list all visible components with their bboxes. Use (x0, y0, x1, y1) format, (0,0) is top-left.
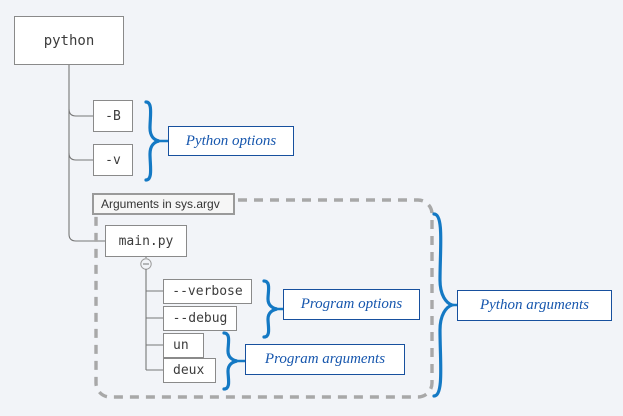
node-python[interactable]: python (14, 16, 124, 65)
collapse-minus-icon[interactable] (140, 257, 152, 270)
connector-root-trunk (68, 65, 105, 242)
node-option-B[interactable]: -B (93, 100, 133, 132)
node-python-label: python (43, 32, 95, 49)
annotation-program-arguments-label: Program arguments (264, 351, 386, 367)
node-option-v[interactable]: -v (93, 144, 133, 176)
node-un[interactable]: un (163, 333, 204, 358)
node-option-v-label: -v (105, 152, 121, 168)
brace-python-arguments (432, 212, 458, 398)
annotation-program-arguments[interactable]: Program arguments (245, 344, 405, 375)
node-option-B-label: -B (105, 108, 121, 124)
brace-python-options (144, 100, 160, 182)
tree-connectors (68, 65, 105, 242)
annotation-program-options[interactable]: Program options (283, 289, 420, 320)
connector-elbow-v (68, 152, 93, 161)
node-deux[interactable]: deux (163, 358, 216, 383)
node-main-py-label: main.py (118, 233, 174, 249)
sys-argv-group-container (94, 198, 434, 399)
brace-program-arguments (222, 331, 238, 391)
annotation-python-options-label: Python options (185, 132, 277, 149)
annotation-python-arguments-label: Python arguments (479, 297, 589, 313)
annotation-python-options[interactable]: Python options (168, 126, 294, 156)
sys-argv-group-tab: Arguments in sys.argv (92, 193, 235, 215)
brace-program-options (262, 279, 278, 339)
node-verbose-label: --verbose (172, 284, 243, 299)
node-debug[interactable]: --debug (163, 306, 237, 331)
node-verbose[interactable]: --verbose (163, 279, 252, 304)
annotation-program-options-label: Program options (300, 296, 403, 312)
annotation-python-arguments[interactable]: Python arguments (457, 290, 612, 321)
tree-connectors-children (145, 269, 163, 371)
node-debug-label: --debug (172, 311, 228, 326)
node-deux-label: deux (173, 363, 205, 378)
node-main-py[interactable]: main.py (105, 225, 187, 257)
connector-elbow-B (68, 108, 93, 117)
brace-group (144, 100, 459, 398)
node-un-label: un (173, 338, 189, 353)
sys-argv-group-tab-label: Arguments in sys.argv (101, 197, 220, 211)
